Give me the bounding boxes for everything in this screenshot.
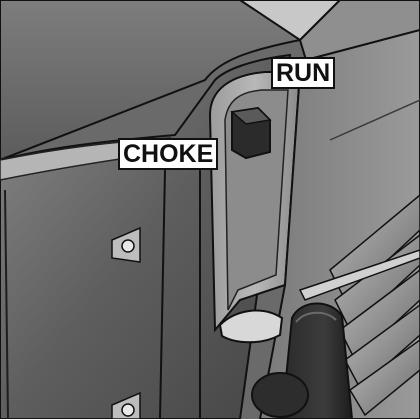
choke-lever (232, 108, 270, 158)
run-label: RUN (271, 57, 335, 89)
choke-label: CHOKE (118, 138, 218, 170)
